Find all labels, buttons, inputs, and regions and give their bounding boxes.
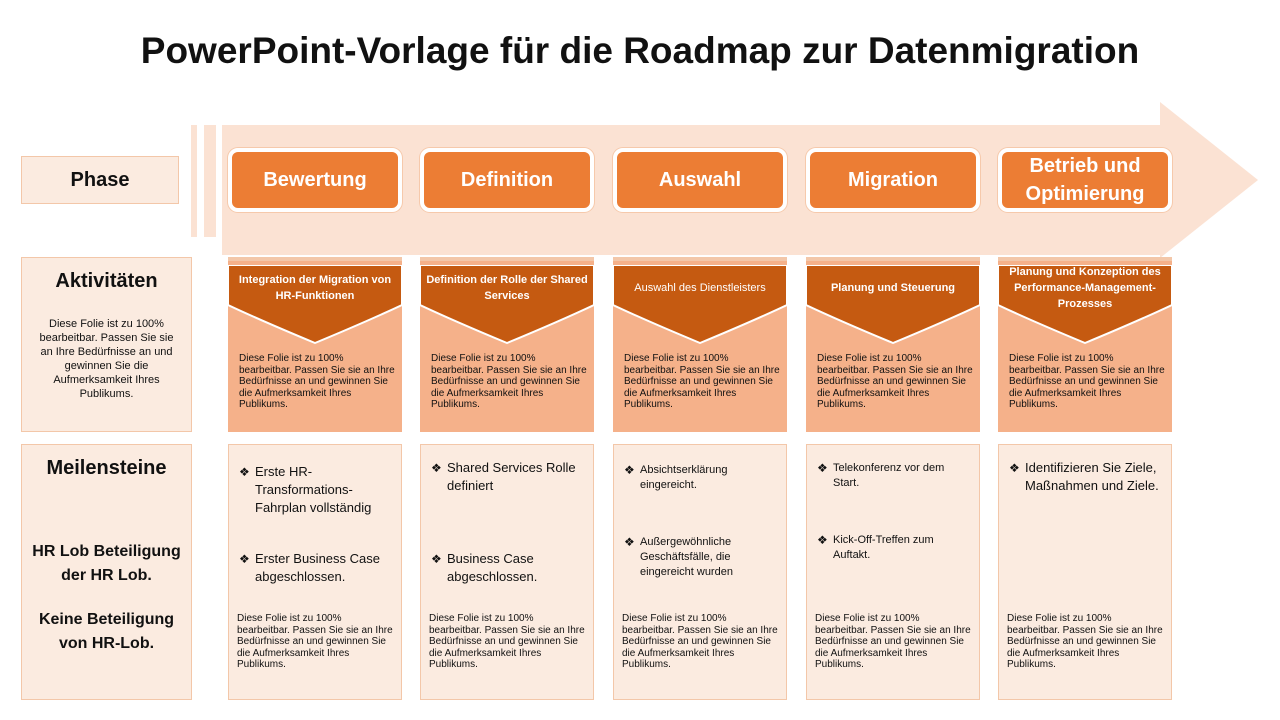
milestone-box: ❖ Telekonferenz vor dem Start. ❖ Kick-Off-T… — [806, 444, 980, 700]
hr-involvement-label: HR Lob Beteiligung der HR Lob. — [32, 543, 181, 584]
chevron-banner-icon — [420, 265, 594, 345]
no-involvement-label: Keine Beteiligung von HR-Lob. — [38, 611, 175, 652]
milestone-box: ❖ Shared Services Rolle definiert ❖ Busines… — [420, 444, 594, 700]
milestone-text: Erste HR-Transformations-Fahrplan vollst… — [255, 464, 372, 515]
chevron-banner-icon — [998, 265, 1172, 345]
activity-box: Integration der Migration von HR-Funktio… — [228, 257, 402, 432]
activity-title: Definition der Rolle der Shared Services — [426, 274, 588, 302]
diamond-bullet-icon: ❖ — [431, 461, 442, 475]
phase-1[interactable]: Definition — [420, 148, 594, 212]
milestone-text: Identifizieren Sie Ziele, Maßnahmen und … — [1025, 460, 1159, 493]
diamond-bullet-icon: ❖ — [624, 463, 635, 477]
diamond-bullet-icon: ❖ — [817, 461, 828, 475]
milestone-item: ❖ Außergewöhnliche Geschäftsfälle, die ei… — [624, 535, 778, 580]
activity-text: Diese Folie ist zu 100% bearbeitbar. Pas… — [239, 353, 395, 410]
milestone-box: ❖ Absichtserklärung eingereicht. ❖ Außergew… — [613, 444, 787, 700]
milestone-text: Business Case abgeschlossen. — [447, 551, 538, 584]
milestone-item: ❖ Identifizieren Sie Ziele, Maßnahmen und… — [1009, 459, 1163, 495]
milestone-item: ❖ Absichtserklärung eingereicht. — [624, 463, 778, 493]
activity-box: Planung und Steuerung Diese Folie ist zu… — [806, 257, 980, 432]
diamond-bullet-icon: ❖ — [431, 552, 442, 566]
milestone-text-body: Diese Folie ist zu 100% bearbeitbar. Pas… — [1007, 613, 1163, 670]
phase-label: Phase — [70, 168, 130, 191]
activity-title: Planung und Konzeption des Performance-M… — [1009, 266, 1161, 310]
milestone-item: ❖ Shared Services Rolle definiert — [431, 459, 585, 495]
activity-text: Diese Folie ist zu 100% bearbeitbar. Pas… — [431, 353, 587, 410]
milestone-item: ❖ Telekonferenz vor dem Start. — [817, 461, 971, 491]
milestones-label: Meilensteine — [46, 457, 167, 479]
roadmap-arrow-head — [1160, 102, 1258, 258]
activity-title: Auswahl des Dienstleisters — [634, 282, 766, 294]
milestone-item: ❖ Business Case abgeschlossen. — [431, 550, 585, 586]
activities-text: Diese Folie ist zu 100% bearbeitbar. Pas… — [39, 318, 174, 400]
diamond-bullet-icon: ❖ — [239, 465, 250, 479]
activity-text: Diese Folie ist zu 100% bearbeitbar. Pas… — [624, 353, 780, 410]
phase-3[interactable]: Migration — [806, 148, 980, 212]
milestone-text-body: Diese Folie ist zu 100% bearbeitbar. Pas… — [237, 613, 393, 670]
activities-label: Aktivitäten — [55, 270, 158, 292]
slide-title: PowerPoint-Vorlage für die Roadmap zur D… — [140, 30, 1140, 71]
milestone-text: Telekonferenz vor dem Start. — [833, 462, 945, 489]
milestone-text: Absichtserklärung eingereicht. — [640, 464, 728, 491]
activity-box: Auswahl des Dienstleisters Diese Folie i… — [613, 257, 787, 432]
diamond-bullet-icon: ❖ — [239, 552, 250, 566]
activities-label-box: Aktivitäten Diese Folie ist zu 100% bear… — [21, 257, 192, 432]
milestone-text-body: Diese Folie ist zu 100% bearbeitbar. Pas… — [622, 613, 778, 670]
milestone-text: Erster Business Case abgeschlossen. — [255, 551, 380, 584]
arrow-stripe — [204, 125, 216, 237]
chevron-banner-icon — [613, 265, 787, 345]
milestone-text: Kick-Off-Treffen zum Auftakt. — [833, 534, 934, 561]
milestone-text-body: Diese Folie ist zu 100% bearbeitbar. Pas… — [429, 613, 585, 670]
milestones-label-box: Meilensteine HR Lob Beteiligung der HR L… — [21, 444, 192, 700]
diamond-bullet-icon: ❖ — [817, 533, 828, 547]
chevron-banner-icon — [228, 265, 402, 345]
activity-box: Planung und Konzeption des Performance-M… — [998, 257, 1172, 432]
milestone-text: Außergewöhnliche Geschäftsfälle, die ein… — [640, 536, 733, 578]
phase-2[interactable]: Auswahl — [613, 148, 787, 212]
milestone-item: ❖ Kick-Off-Treffen zum Auftakt. — [817, 533, 971, 563]
diamond-bullet-icon: ❖ — [1009, 461, 1020, 475]
diamond-bullet-icon: ❖ — [624, 535, 635, 549]
activity-title: Planung und Steuerung — [830, 282, 956, 294]
milestone-item: ❖ Erste HR-Transformations-Fahrplan volls… — [239, 463, 393, 517]
chevron-banner-icon — [806, 265, 980, 345]
arrow-stripe — [191, 125, 197, 237]
phase-4[interactable]: Betrieb und Optimierung — [998, 148, 1172, 212]
milestone-item: ❖ Erster Business Case abgeschlossen. — [239, 550, 393, 586]
milestone-box: ❖ Erste HR-Transformations-Fahrplan volls… — [228, 444, 402, 700]
activity-text: Diese Folie ist zu 100% bearbeitbar. Pas… — [817, 353, 973, 410]
activity-box: Definition der Rolle der Shared Services… — [420, 257, 594, 432]
milestone-box: ❖ Identifizieren Sie Ziele, Maßnahmen und… — [998, 444, 1172, 700]
phase-label-box: Phase — [21, 156, 179, 204]
milestone-text: Shared Services Rolle definiert — [447, 460, 576, 493]
milestone-text-body: Diese Folie ist zu 100% bearbeitbar. Pas… — [815, 613, 971, 670]
activity-title: Integration der Migration von HR-Funktio… — [238, 274, 392, 302]
phase-0[interactable]: Bewertung — [228, 148, 402, 212]
activity-text: Diese Folie ist zu 100% bearbeitbar. Pas… — [1009, 353, 1165, 410]
